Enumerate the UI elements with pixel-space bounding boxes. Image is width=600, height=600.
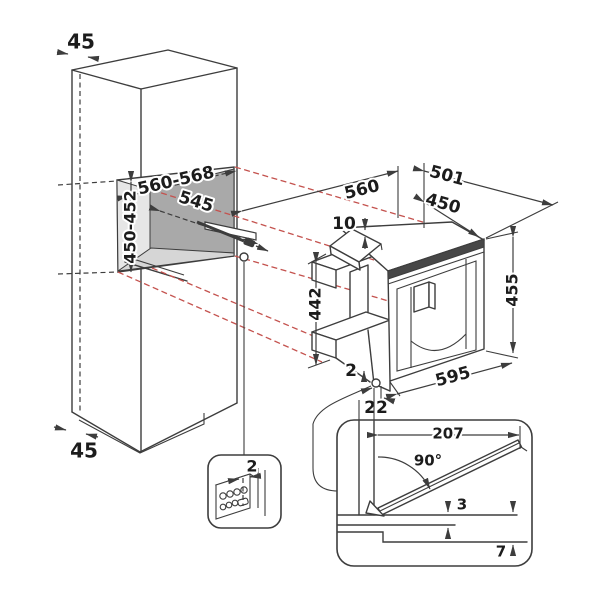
dim-depth-body: 450 xyxy=(423,189,463,218)
recess-arch xyxy=(410,333,467,352)
dim-45top-arrow-left xyxy=(56,48,69,56)
dim-top-step: 10 xyxy=(332,214,356,234)
cabinet-plinth-line xyxy=(78,413,205,454)
dim-45-bottom: 45 xyxy=(70,439,98,463)
top-step-riser-a xyxy=(358,261,361,270)
dim-501-line xyxy=(412,165,554,206)
top-step-front xyxy=(329,245,361,271)
dim-45top-arrow-right xyxy=(87,55,100,63)
dim-45bot-arrow-left xyxy=(53,424,67,431)
projection-line-bottom xyxy=(117,271,323,363)
cabinet-bottom-front-edge xyxy=(139,402,238,453)
top-step-riser-b xyxy=(380,243,383,251)
socket-connectors xyxy=(219,486,249,511)
socket-detail-view: 2 xyxy=(207,454,282,529)
dim-22-arrow-right xyxy=(383,397,396,405)
dim-560-line xyxy=(230,170,399,217)
dim-front-height: 455 xyxy=(503,273,522,306)
dim-22-arrow-left xyxy=(360,387,373,395)
open-door-tip xyxy=(520,446,528,452)
detail-plinth-line xyxy=(337,531,528,543)
dim-bottom-gap: 2 xyxy=(345,361,357,381)
dim-socket-offset: 2 xyxy=(246,457,257,476)
plug-direction-arrow xyxy=(255,243,269,252)
niche-floor xyxy=(117,247,235,272)
socket-panel-face xyxy=(215,473,251,520)
dim-front-offset: 22 xyxy=(364,398,388,418)
cabinet-dimensions: 45 45 560-568 545 450-452 xyxy=(53,28,259,465)
front-top-strip xyxy=(387,238,485,280)
front-recess-frame xyxy=(396,260,477,372)
dispenser-front xyxy=(413,281,430,313)
control-panel-line xyxy=(387,251,485,285)
dim-door-angle: 90° xyxy=(414,452,442,470)
niche-top-extension xyxy=(57,180,118,186)
dim-455-tick-bottom xyxy=(485,350,519,359)
dim-width: 595 xyxy=(433,363,472,392)
dim-depth-overall: 560 xyxy=(342,176,381,204)
dispenser-side xyxy=(428,281,436,310)
cabinet-top-face xyxy=(71,49,238,90)
front-rail-outer xyxy=(124,261,188,282)
projection-line-lower-left xyxy=(151,267,319,339)
front-rail-inner xyxy=(126,256,185,276)
dim-door-clearance: 3 xyxy=(457,496,467,514)
socket-offset-arrow-right xyxy=(249,472,262,479)
door-leader-line xyxy=(312,385,372,492)
cabinet-bottom-left-edge xyxy=(71,411,141,453)
dim-niche-height: 450-452 xyxy=(121,190,140,263)
dim-rear-height: 442 xyxy=(306,287,325,320)
dim-niche-back-line xyxy=(148,204,259,245)
dim-niche-width-line xyxy=(116,170,237,202)
socket-offset-arrow-left xyxy=(227,478,240,485)
door-angle-arc xyxy=(377,456,431,490)
niche-bottom-extension xyxy=(57,271,119,275)
dim-45-top: 45 xyxy=(67,30,95,54)
dim-450-line xyxy=(413,193,480,238)
door-detail-view: 90° 207 3 7 xyxy=(336,419,533,567)
dim-depth-with-door: 501 xyxy=(427,162,466,191)
socket-position-marker xyxy=(239,252,249,262)
appliance-isometric xyxy=(311,221,485,392)
cabinet-isometric xyxy=(57,49,269,454)
door-hinge xyxy=(365,500,385,517)
open-door-inner-line xyxy=(379,442,520,512)
rear-chassis-edge xyxy=(367,329,375,385)
dim-door-length: 207 xyxy=(432,425,463,443)
door-position-marker xyxy=(371,378,381,388)
dim-45bot-arrow-right xyxy=(85,433,99,440)
dim-base-clearance: 7 xyxy=(496,543,506,561)
dim-595-line xyxy=(385,362,513,400)
dim-501-extension-right xyxy=(485,201,559,239)
